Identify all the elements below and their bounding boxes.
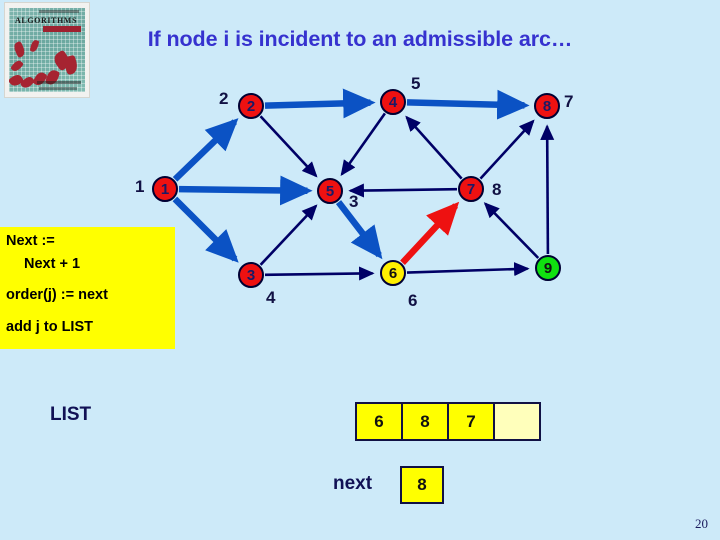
pseudocode-line-2: Next + 1: [24, 256, 81, 272]
pseudocode-line-1: Next :=: [6, 233, 55, 249]
page-title: If node i is incident to an admissible a…: [147, 27, 573, 51]
page-number: 20: [695, 516, 708, 531]
graph-arc-4-5: [340, 112, 386, 177]
graph-node-1-order-label: 1: [135, 177, 145, 196]
graph-arc-1-2: [172, 118, 239, 182]
graph-node-7-order-label: 8: [492, 180, 502, 199]
graph-arc-3-5: [259, 204, 318, 266]
graph-node-4[interactable]: 4: [380, 89, 406, 115]
book-cover-shape-5: [62, 54, 80, 76]
graph-node-6-order-label: 6: [408, 291, 418, 310]
book-cover-authors-line-2: [39, 87, 77, 90]
graph-arc-7-4: [405, 115, 463, 180]
graph-node-3[interactable]: 3: [238, 262, 264, 288]
graph-arc-9-7: [483, 202, 540, 259]
graph-node-8-order-label: 7: [564, 92, 574, 111]
graph-node-7[interactable]: 7: [458, 176, 484, 202]
graph-arc-2-4: [264, 88, 376, 119]
book-cover-authors-line-1: [37, 81, 81, 84]
graph-arc-9-8: [540, 124, 555, 255]
graph-node-5[interactable]: 5: [317, 178, 343, 204]
book-cover-topline: [39, 10, 79, 13]
list-cell-3[interactable]: 7: [447, 402, 495, 441]
book-cover-subtitle-bar: [43, 26, 81, 32]
graph-node-9[interactable]: 9: [535, 255, 561, 281]
graph-arc-1-5: [178, 175, 313, 206]
book-cover-title: ALGORITHMS: [15, 16, 78, 25]
pseudocode-callout: Next := Next + 1 order(j) := next add j …: [0, 227, 175, 349]
graph-arc-6-9: [406, 262, 530, 277]
graph-node-3-order-label: 4: [266, 288, 276, 307]
graph-node-2-order-label: 2: [219, 89, 229, 108]
list-cell-4[interactable]: [493, 402, 541, 441]
graph-node-2[interactable]: 2: [238, 93, 264, 119]
graph-arc-5-6: [335, 200, 383, 260]
list-label: LIST: [50, 404, 92, 425]
graph-node-6[interactable]: 6: [380, 260, 406, 286]
pseudocode-line-4: add j to LIST: [6, 319, 93, 335]
graph-node-4-order-label: 5: [411, 74, 421, 93]
list-cell-2[interactable]: 8: [401, 402, 449, 441]
book-cover-shape-3: [10, 58, 24, 74]
list-cell-1[interactable]: 6: [355, 402, 403, 441]
pseudocode-line-3: order(j) := next: [6, 287, 108, 303]
graph-arc-7-8: [479, 119, 535, 180]
graph-arc-3-6: [264, 266, 375, 281]
book-cover-thumbnail: ALGORITHMS: [4, 2, 90, 98]
graph-arc-6-7: [400, 201, 460, 265]
book-cover-art: ALGORITHMS: [9, 8, 85, 92]
graph-node-5-order-label: 3: [349, 192, 359, 211]
graph-arc-2-5: [259, 115, 318, 178]
graph-arc-1-3: [172, 196, 239, 263]
graph-arc-7-5: [348, 183, 458, 198]
next-label: next: [333, 473, 373, 494]
graph-node-1[interactable]: 1: [152, 176, 178, 202]
graph-arc-4-8: [406, 89, 530, 120]
next-value-box[interactable]: 8: [400, 466, 444, 504]
graph-node-8[interactable]: 8: [534, 93, 560, 119]
